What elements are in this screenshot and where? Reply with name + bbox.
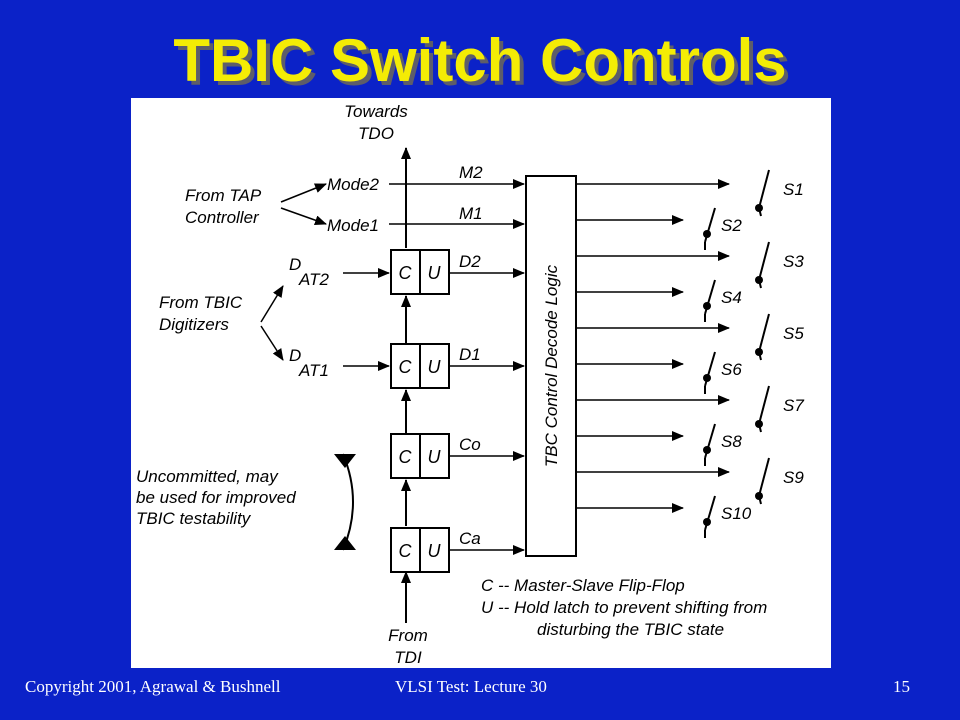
footer-page-number: 15 xyxy=(893,677,910,696)
switch-s4 xyxy=(703,279,716,322)
s3-label: S3 xyxy=(783,252,804,271)
mode2-label: Mode2 xyxy=(327,175,380,194)
s1-label: S1 xyxy=(783,180,804,199)
decode-logic-block xyxy=(525,175,577,557)
cu-cell-d2: C U xyxy=(390,249,450,295)
cell-u-label: U xyxy=(428,263,442,283)
tbic-arrow-dat2 xyxy=(260,285,284,323)
m1-label: M1 xyxy=(459,204,483,223)
switch-s5 xyxy=(755,313,770,361)
switch-s3 xyxy=(755,241,770,289)
switch-s2 xyxy=(703,207,716,250)
cell-c-label: C xyxy=(399,447,413,467)
dat1-subscript: AT1 xyxy=(298,361,329,380)
bracket-arrow-bottom xyxy=(334,536,356,550)
uncommitted-bracket xyxy=(342,453,354,551)
towards-tdo-line2: TDO xyxy=(358,124,394,143)
legend-u-cont: disturbing the TBIC state xyxy=(537,620,724,639)
switch-s1 xyxy=(755,169,770,217)
uncommitted-line1: Uncommitted, may xyxy=(136,467,279,486)
from-tdi-line1: From xyxy=(388,626,428,645)
legend-c: C -- Master-Slave Flip-Flop xyxy=(481,576,685,595)
cu-cell-d1: C U xyxy=(390,343,450,389)
diagram-panel: Towards TDO From TDI From TAP Controller… xyxy=(131,98,831,668)
s8-label: S8 xyxy=(721,432,742,451)
co-label: Co xyxy=(459,435,481,454)
cell-u-label: U xyxy=(428,447,442,467)
tap-arrow-mode2 xyxy=(280,183,327,203)
cu-cell-ca: C U xyxy=(390,527,450,573)
s6-label: S6 xyxy=(721,360,742,379)
switch-s10 xyxy=(703,495,716,538)
bracket-arrow-top xyxy=(334,454,356,468)
footer-copyright: Copyright 2001, Agrawal & Bushnell xyxy=(25,677,281,696)
s5-label: S5 xyxy=(783,324,804,343)
cell-c-label: C xyxy=(399,263,413,283)
cell-c-label: C xyxy=(399,541,413,561)
legend-u: U -- Hold latch to prevent shifting from xyxy=(481,598,767,617)
from-tap-line1: From TAP xyxy=(185,186,262,205)
dat2-label: D xyxy=(289,255,301,274)
tap-arrow-mode1 xyxy=(280,207,327,226)
switch-s8 xyxy=(703,423,716,466)
decode-logic-label: TBC Control Decode Logic xyxy=(542,264,561,467)
s10-label: S10 xyxy=(721,504,752,523)
switch-outputs xyxy=(576,179,730,513)
cell-u-label: U xyxy=(428,541,442,561)
slide-title: TBIC Switch Controls xyxy=(173,27,787,94)
from-tbic-line2: Digitizers xyxy=(159,315,229,334)
uncommitted-line3: TBIC testability xyxy=(136,509,252,528)
tbic-switch-diagram: Towards TDO From TDI From TAP Controller… xyxy=(136,102,804,667)
d1-label: D1 xyxy=(459,345,481,364)
from-tdi-line2: TDI xyxy=(394,648,422,667)
from-tap-line2: Controller xyxy=(185,208,260,227)
towards-tdo-line1: Towards xyxy=(344,102,408,121)
cell-c-label: C xyxy=(399,357,413,377)
cell-u-label: U xyxy=(428,357,442,377)
switch-s7 xyxy=(755,385,770,433)
s2-label: S2 xyxy=(721,216,742,235)
s9-label: S9 xyxy=(783,468,804,487)
dat1-label: D xyxy=(289,346,301,365)
uncommitted-line2: be used for improved xyxy=(136,488,296,507)
switch-s6 xyxy=(703,351,716,394)
ca-label: Ca xyxy=(459,529,481,548)
switch-s9 xyxy=(755,457,770,505)
footer-course: VLSI Test: Lecture 30 xyxy=(395,677,547,696)
m2-label: M2 xyxy=(459,163,483,182)
tbic-arrow-dat1 xyxy=(260,325,284,361)
s7-label: S7 xyxy=(783,396,804,415)
cu-cell-co: C U xyxy=(390,433,450,479)
dat2-subscript: AT2 xyxy=(298,270,329,289)
from-tbic-line1: From TBIC xyxy=(159,293,243,312)
s4-label: S4 xyxy=(721,288,742,307)
mode1-label: Mode1 xyxy=(327,216,379,235)
d2-label: D2 xyxy=(459,252,481,271)
